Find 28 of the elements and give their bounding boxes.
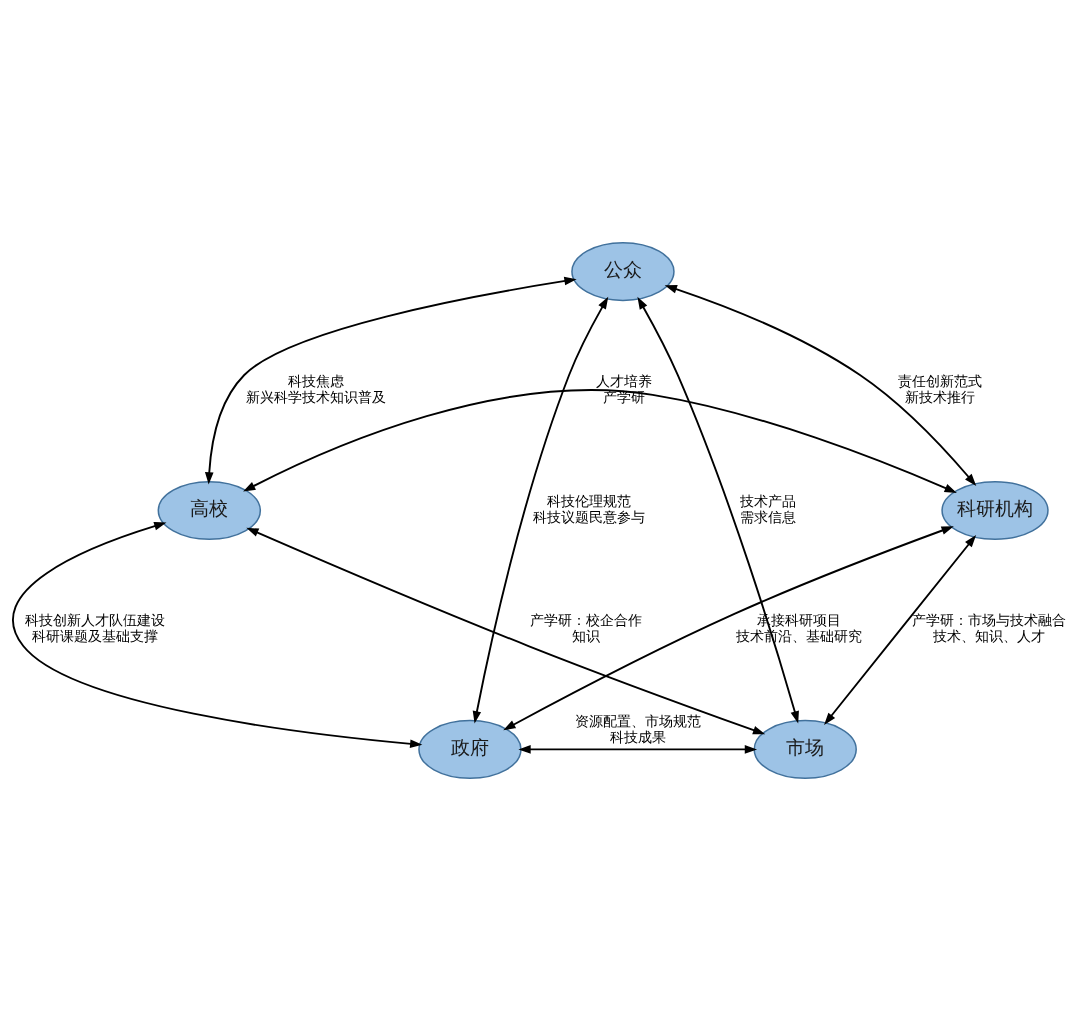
edge-label: 产学研：校企合作	[529, 612, 642, 629]
arrow	[472, 296, 609, 724]
edge-label: 技术、知识、人才	[933, 628, 1046, 645]
arrow	[11, 522, 423, 749]
arrow	[243, 389, 957, 493]
edge-label: 责任创新范式	[897, 373, 982, 390]
edge-label: 科研课题及基础支撑	[31, 628, 158, 645]
arrow	[637, 296, 799, 724]
arrow	[664, 285, 977, 487]
node-ellipse: 公众	[571, 242, 675, 302]
edge-label: 科技成果	[609, 728, 666, 745]
arrow	[503, 526, 954, 731]
arrow	[204, 276, 577, 485]
edge-label: 人才培养	[595, 373, 652, 390]
edge-label: 需求信息	[739, 508, 796, 525]
edge-label: 资源配置、市场规范	[574, 712, 701, 729]
edge-label: 新技术推行	[904, 389, 975, 406]
edge-label: 科技议题民意参与	[533, 508, 646, 525]
edge-label: 科技创新人才队伍建设	[24, 612, 165, 629]
edge-label: 科技伦理规范	[547, 492, 632, 509]
edge-label: 科技焦虑	[287, 373, 344, 390]
edge-label: 新兴科学技术知识普及	[245, 389, 386, 406]
edge-label: 技术产品	[739, 492, 796, 509]
arrow	[246, 527, 766, 735]
arrow	[518, 745, 758, 754]
edge-label: 产学研：市场与技术融合	[912, 612, 1067, 629]
edge-label: 知识	[571, 628, 600, 645]
arrow	[824, 535, 977, 725]
